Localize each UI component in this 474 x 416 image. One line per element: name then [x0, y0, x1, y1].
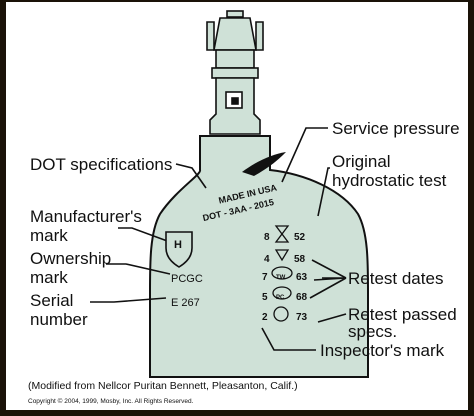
diagram-panel: MADE IN USA DOT - 3AA - 2015 H PCGC E 26… [6, 2, 468, 410]
cylinder-valve [206, 10, 264, 135]
label-inspectors-mark: Inspector's mark [320, 341, 445, 360]
stamp-ownership: PCGC [171, 273, 203, 285]
label-original-hydrostatic-test: Original [332, 152, 391, 171]
label-manufacturers-mark: Manufacturer's [30, 207, 142, 226]
label-retest-passed-specs-2: specs. [348, 322, 398, 341]
retest-row-3-mark: TW [276, 275, 286, 281]
label-dot-specifications: DOT specifications [30, 155, 173, 174]
stamp-serial: E 267 [171, 297, 200, 309]
retest-row-4-month: 5 [262, 292, 268, 303]
retest-row-2-month: 4 [264, 254, 270, 265]
retest-row-1-year: 52 [294, 232, 306, 243]
service-pressure-mark [242, 152, 286, 176]
label-ownership-mark-2: mark [30, 268, 68, 287]
cylinder-body [149, 135, 369, 378]
retest-row-5-year: 73 [296, 312, 308, 323]
retest-row-3-month: 7 [262, 272, 268, 283]
retest-row-4-mark: PC [276, 295, 285, 301]
retest-symbols [271, 225, 293, 322]
retest-row-5-month: 2 [262, 312, 268, 323]
label-serial-number-2: number [30, 310, 88, 329]
label-serial-number: Serial [30, 291, 74, 310]
label-retest-passed-specs: Retest passed [348, 305, 457, 324]
label-service-pressure: Service pressure [332, 119, 460, 138]
label-original-hydrostatic-test-2: hydrostatic test [332, 171, 447, 190]
manufacturer-shield [165, 231, 193, 268]
retest-row-1-month: 8 [264, 232, 270, 243]
copyright-line: Copyright © 2004, 1999, Mosby, Inc. All … [28, 398, 194, 405]
label-ownership-mark: Ownership [30, 249, 112, 268]
leader-lines [90, 127, 347, 351]
label-retest-dates: Retest dates [348, 269, 444, 288]
source-note: (Modified from Nellcor Puritan Bennett, … [28, 380, 298, 392]
retest-row-4-year: 68 [296, 292, 308, 303]
stamp-shield-letter: H [174, 239, 182, 251]
retest-row-3-year: 63 [296, 272, 308, 283]
cylinder-diagram [90, 10, 369, 378]
retest-row-2-year: 58 [294, 254, 306, 265]
label-manufacturers-mark-2: mark [30, 226, 68, 245]
